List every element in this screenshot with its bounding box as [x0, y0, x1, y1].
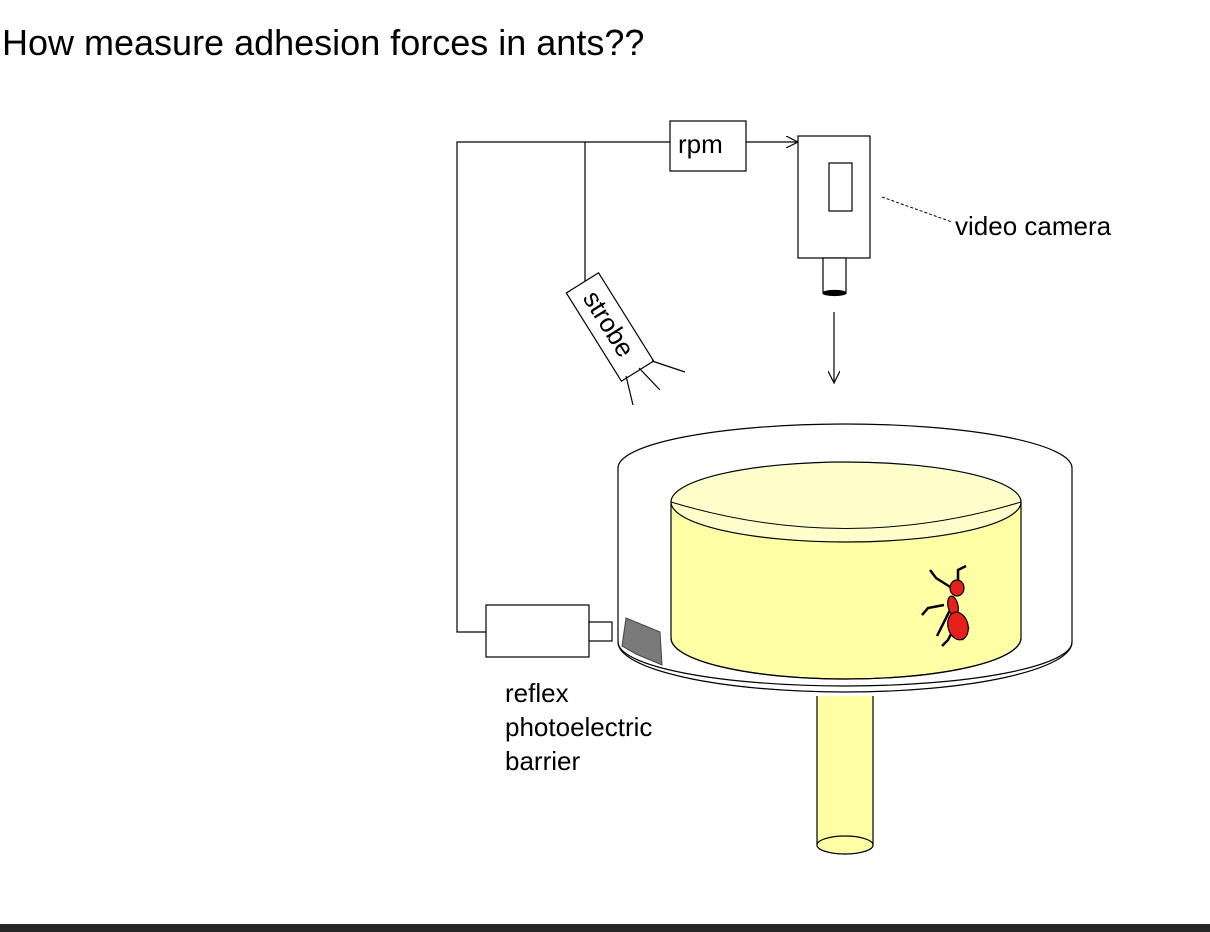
drum-shaft: [816, 696, 874, 855]
page-title: How measure adhesion forces in ants??: [2, 22, 645, 63]
barrier-label-line-2: photoelectric: [505, 712, 653, 742]
rpm-label: rpm: [678, 129, 723, 159]
barrier-label-line-1: reflex: [505, 678, 569, 708]
rpm-counter-box: [669, 120, 747, 172]
photoelectric-barrier: [485, 604, 613, 658]
video-camera-label: video camera: [955, 211, 1112, 241]
wiring: [456, 141, 670, 633]
strobe-lamp: [565, 272, 686, 406]
rotating-drum: [617, 423, 1073, 693]
ant: [921, 564, 970, 647]
camera-label-leader: [881, 196, 953, 223]
reflector-patch: [621, 617, 663, 666]
barrier-label-line-3: barrier: [505, 746, 581, 776]
footer-bar: [0, 924, 1210, 932]
video-camera: [797, 135, 871, 297]
